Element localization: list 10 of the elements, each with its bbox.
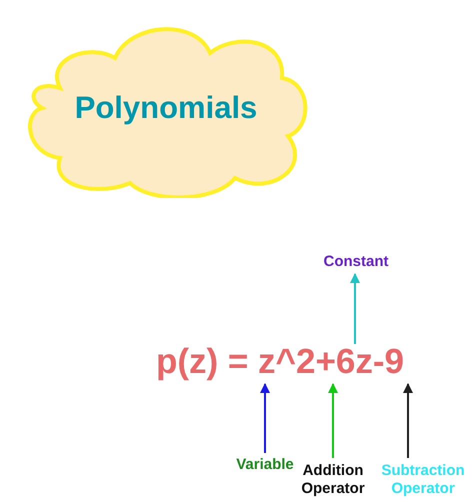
arrow: [260, 383, 270, 453]
label-text: Constant: [324, 253, 388, 271]
arrow: [403, 383, 413, 458]
label-text: Variable: [236, 456, 294, 474]
label-text: Subtraction Operator: [380, 462, 466, 498]
title-text: Polynomials: [74, 89, 258, 127]
label-text: Addition Operator: [300, 462, 366, 498]
arrow: [328, 383, 338, 458]
equation-text: p(z) = z^2+6z-9: [156, 341, 404, 383]
arrow: [350, 273, 360, 344]
